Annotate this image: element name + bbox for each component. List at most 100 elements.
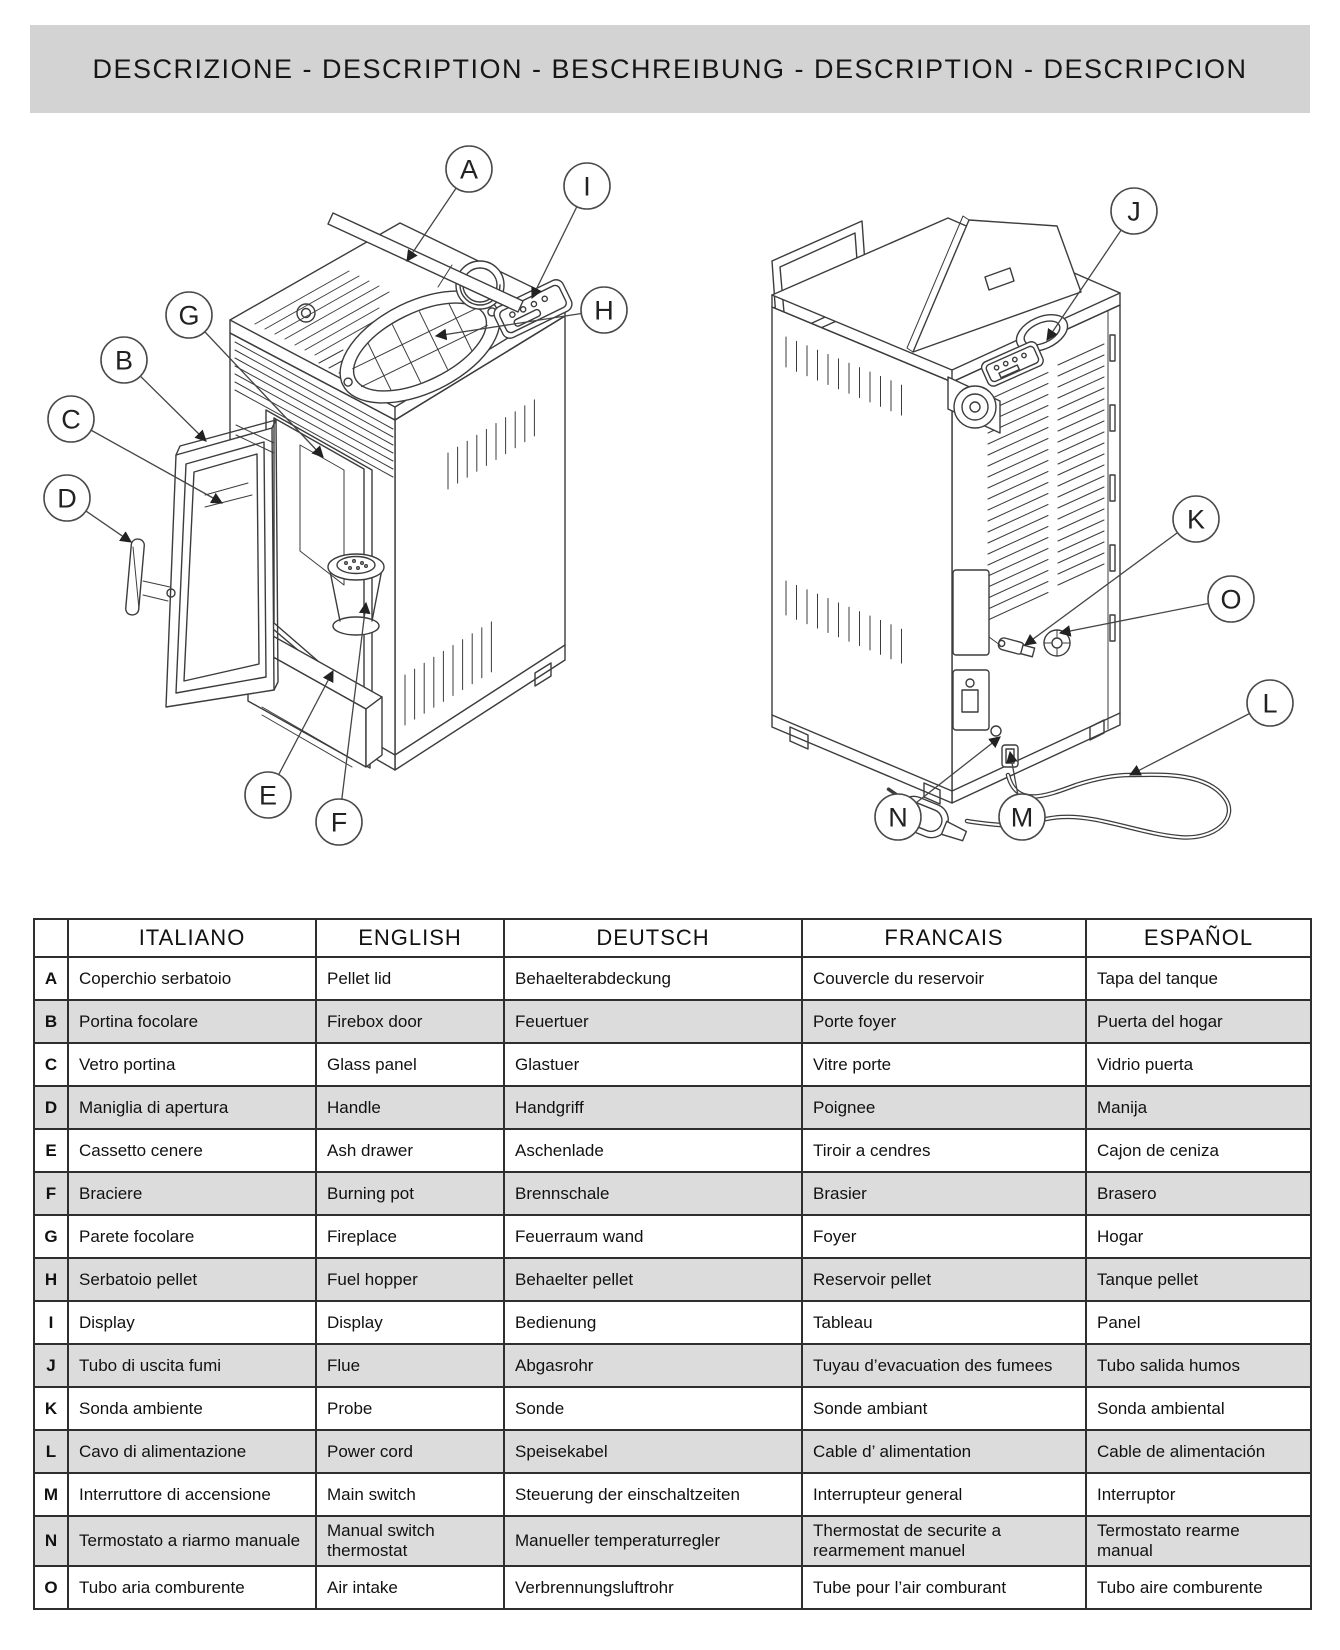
door-handle	[125, 538, 145, 616]
header-francais: FRANCAIS	[801, 918, 1087, 958]
callout-A: A	[406, 145, 493, 262]
table-cell: Tuyau d’evacuation des fumees	[801, 1343, 1087, 1388]
table-cell: Fuel hopper	[315, 1257, 505, 1302]
svg-text:E: E	[259, 781, 277, 811]
table-cell: Sonde	[503, 1386, 803, 1431]
table-cell: Serbatoio pellet	[67, 1257, 317, 1302]
table-cell: Air intake	[315, 1565, 505, 1610]
header-letter	[33, 918, 69, 958]
burning-pot-base	[332, 616, 380, 636]
callout-M: M	[998, 750, 1046, 841]
table-cell: Feuertuer	[503, 999, 803, 1044]
svg-text:K: K	[1187, 505, 1205, 535]
table-cell: Termostato rearme manual	[1085, 1515, 1312, 1567]
table-cell: Fireplace	[315, 1214, 505, 1259]
row-letter: C	[33, 1042, 69, 1087]
firebox-wall	[299, 444, 345, 586]
svg-text:B: B	[115, 346, 133, 376]
table-cell: Termostato a riarmo manuale	[67, 1515, 317, 1567]
table-cell: Manueller temperaturregler	[503, 1515, 803, 1567]
table-cell: Speisekabel	[503, 1429, 803, 1474]
callout-K: K	[1024, 495, 1220, 646]
callout-H: H	[434, 286, 628, 341]
row-letter: N	[33, 1515, 69, 1567]
callout-J: J	[1046, 187, 1158, 341]
table-cell: Aschenlade	[503, 1128, 803, 1173]
table-cell: Flue	[315, 1343, 505, 1388]
svg-text:A: A	[460, 155, 478, 185]
table-cell: Verbrennungsluftrohr	[503, 1565, 803, 1610]
row-letter: M	[33, 1472, 69, 1517]
callout-L: L	[1128, 679, 1294, 776]
stove-rear-illustration	[771, 215, 1232, 842]
table-cell: Reservoir pellet	[801, 1257, 1087, 1302]
table-cell: Puerta del hogar	[1085, 999, 1312, 1044]
table-cell: Display	[67, 1300, 317, 1345]
title-banner: DESCRIZIONE - DESCRIPTION - BESCHREIBUNG…	[30, 25, 1310, 113]
stove-front-illustration	[125, 212, 573, 771]
table-cell: Brasier	[801, 1171, 1087, 1216]
table-cell: Tanque pellet	[1085, 1257, 1312, 1302]
rear-grille	[987, 372, 1049, 621]
table-cell: Maniglia di apertura	[67, 1085, 317, 1130]
smoke-extractor	[953, 385, 997, 429]
row-letter: O	[33, 1565, 69, 1610]
svg-text:C: C	[61, 405, 81, 435]
row-letter: H	[33, 1257, 69, 1302]
table-cell: Abgasrohr	[503, 1343, 803, 1388]
callout-I: I	[531, 162, 611, 300]
callout-D: D	[43, 474, 132, 543]
page-title: DESCRIZIONE - DESCRIPTION - BESCHREIBUNG…	[92, 53, 1248, 84]
table-cell: Parete focolare	[67, 1214, 317, 1259]
table-cell: Tiroir a cendres	[801, 1128, 1087, 1173]
callout-G: G	[165, 291, 324, 458]
row-letter: J	[33, 1343, 69, 1388]
callout-C: C	[47, 395, 224, 504]
row-letter: A	[33, 956, 69, 1001]
table-cell: Behaelter pellet	[503, 1257, 803, 1302]
table-cell: Ash drawer	[315, 1128, 505, 1173]
table-cell: Main switch	[315, 1472, 505, 1517]
header-deutsch: DEUTSCH	[503, 918, 803, 958]
probe	[997, 637, 1036, 658]
table-cell: Tubo di uscita fumi	[67, 1343, 317, 1388]
table-cell: Vetro portina	[67, 1042, 317, 1087]
callout-O: O	[1058, 575, 1255, 637]
row-letter: B	[33, 999, 69, 1044]
table-cell: Manual switch thermostat	[315, 1515, 505, 1567]
table-cell: Coperchio serbatoio	[67, 956, 317, 1001]
table-cell: Vidrio puerta	[1085, 1042, 1312, 1087]
table-header-row: ITALIANO ENGLISH DEUTSCH FRANCAIS ESPAÑO…	[33, 918, 1312, 958]
table-cell: Manija	[1085, 1085, 1312, 1130]
table-cell: Tube pour l’air comburant	[801, 1565, 1087, 1610]
table-cell: Glass panel	[315, 1042, 505, 1087]
pellet-lid-rear	[912, 219, 1082, 353]
table-cell: Braciere	[67, 1171, 317, 1216]
table-cell: Brennschale	[503, 1171, 803, 1216]
electrical-panel	[952, 569, 990, 656]
row-letter: K	[33, 1386, 69, 1431]
table-cell: Cassetto cenere	[67, 1128, 317, 1173]
table-cell: Interruptor	[1085, 1472, 1312, 1517]
header-italiano: ITALIANO	[67, 918, 317, 958]
table-cell: Firebox door	[315, 999, 505, 1044]
table-cell: Sonda ambiente	[67, 1386, 317, 1431]
table-cell: Handle	[315, 1085, 505, 1130]
table-cell: Brasero	[1085, 1171, 1312, 1216]
table-cell: Interrupteur general	[801, 1472, 1087, 1517]
table-cell: Portina focolare	[67, 999, 317, 1044]
row-letter: F	[33, 1171, 69, 1216]
